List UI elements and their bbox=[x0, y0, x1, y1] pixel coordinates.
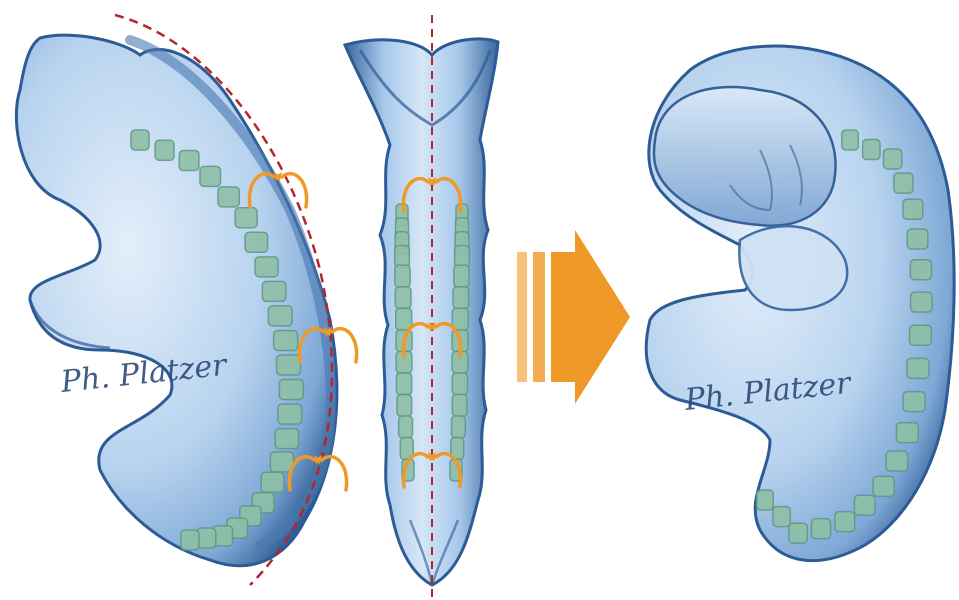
left-somite-3 bbox=[179, 150, 199, 170]
right-somite-16 bbox=[835, 512, 855, 532]
left-somite-22 bbox=[197, 528, 216, 548]
right-somite-7 bbox=[910, 260, 931, 280]
left-somite-12 bbox=[277, 355, 301, 375]
dorsal-somite-right-6 bbox=[453, 287, 469, 309]
right-somite-11 bbox=[903, 392, 925, 412]
left-somite-17 bbox=[261, 472, 284, 492]
dorsal-somite-right-5 bbox=[454, 265, 469, 287]
right-somite-8 bbox=[911, 292, 933, 312]
left-somite-5 bbox=[218, 187, 239, 207]
dorsal-somite-left-4 bbox=[395, 246, 410, 268]
right-somite-20 bbox=[757, 490, 774, 510]
dorsal-somite-right-10 bbox=[452, 373, 467, 395]
right-somite-14 bbox=[873, 476, 894, 496]
left-somite-14 bbox=[278, 404, 302, 424]
left-somite-4 bbox=[200, 166, 220, 186]
transition-arrow bbox=[517, 230, 630, 404]
dorsal-somite-right-4 bbox=[455, 246, 470, 268]
dorsal-neural-tube bbox=[345, 39, 498, 585]
left-somite-10 bbox=[268, 306, 292, 326]
right-somite-10 bbox=[907, 358, 929, 378]
dorsal-somite-left-10 bbox=[396, 373, 411, 395]
left-embryo-lateral: Ph. Platzer bbox=[16, 15, 356, 585]
right-somite-18 bbox=[789, 523, 807, 543]
left-somite-11 bbox=[274, 330, 298, 350]
right-somite-13 bbox=[886, 451, 908, 471]
dorsal-somite-left-5 bbox=[395, 265, 410, 287]
dorsal-somite-right-11 bbox=[452, 394, 467, 416]
left-somite-8 bbox=[255, 257, 278, 277]
right-somite-15 bbox=[854, 495, 875, 515]
dorsal-somite-left-12 bbox=[399, 416, 413, 438]
right-somite-5 bbox=[903, 199, 923, 219]
left-somite-7 bbox=[245, 232, 268, 252]
right-somite-9 bbox=[910, 325, 932, 345]
left-somite-9 bbox=[262, 281, 285, 301]
middle-embryo-dorsal bbox=[345, 15, 498, 600]
left-somite-2 bbox=[155, 140, 174, 160]
transition-arrow-bar-2 bbox=[533, 252, 545, 382]
dorsal-somite-right-12 bbox=[452, 416, 466, 438]
transition-arrow-head bbox=[551, 230, 630, 404]
right-somite-12 bbox=[896, 423, 918, 443]
transition-arrow-bar-1 bbox=[517, 252, 527, 382]
right-somite-6 bbox=[907, 229, 928, 249]
left-somite-23 bbox=[181, 530, 199, 550]
right-embryo-lateral: Ph. Platzer bbox=[646, 46, 954, 561]
left-somite-13 bbox=[279, 380, 303, 400]
dorsal-somite-left-6 bbox=[395, 287, 411, 309]
right-somite-1 bbox=[842, 130, 859, 150]
right-somite-3 bbox=[883, 149, 901, 169]
right-somite-19 bbox=[773, 507, 790, 527]
left-somite-6 bbox=[235, 208, 257, 228]
left-somite-1 bbox=[131, 130, 149, 150]
right-somite-17 bbox=[811, 519, 830, 539]
right-somite-4 bbox=[894, 173, 913, 193]
dorsal-somite-left-11 bbox=[397, 394, 412, 416]
right-somite-2 bbox=[863, 139, 880, 159]
left-somite-15 bbox=[275, 429, 298, 449]
